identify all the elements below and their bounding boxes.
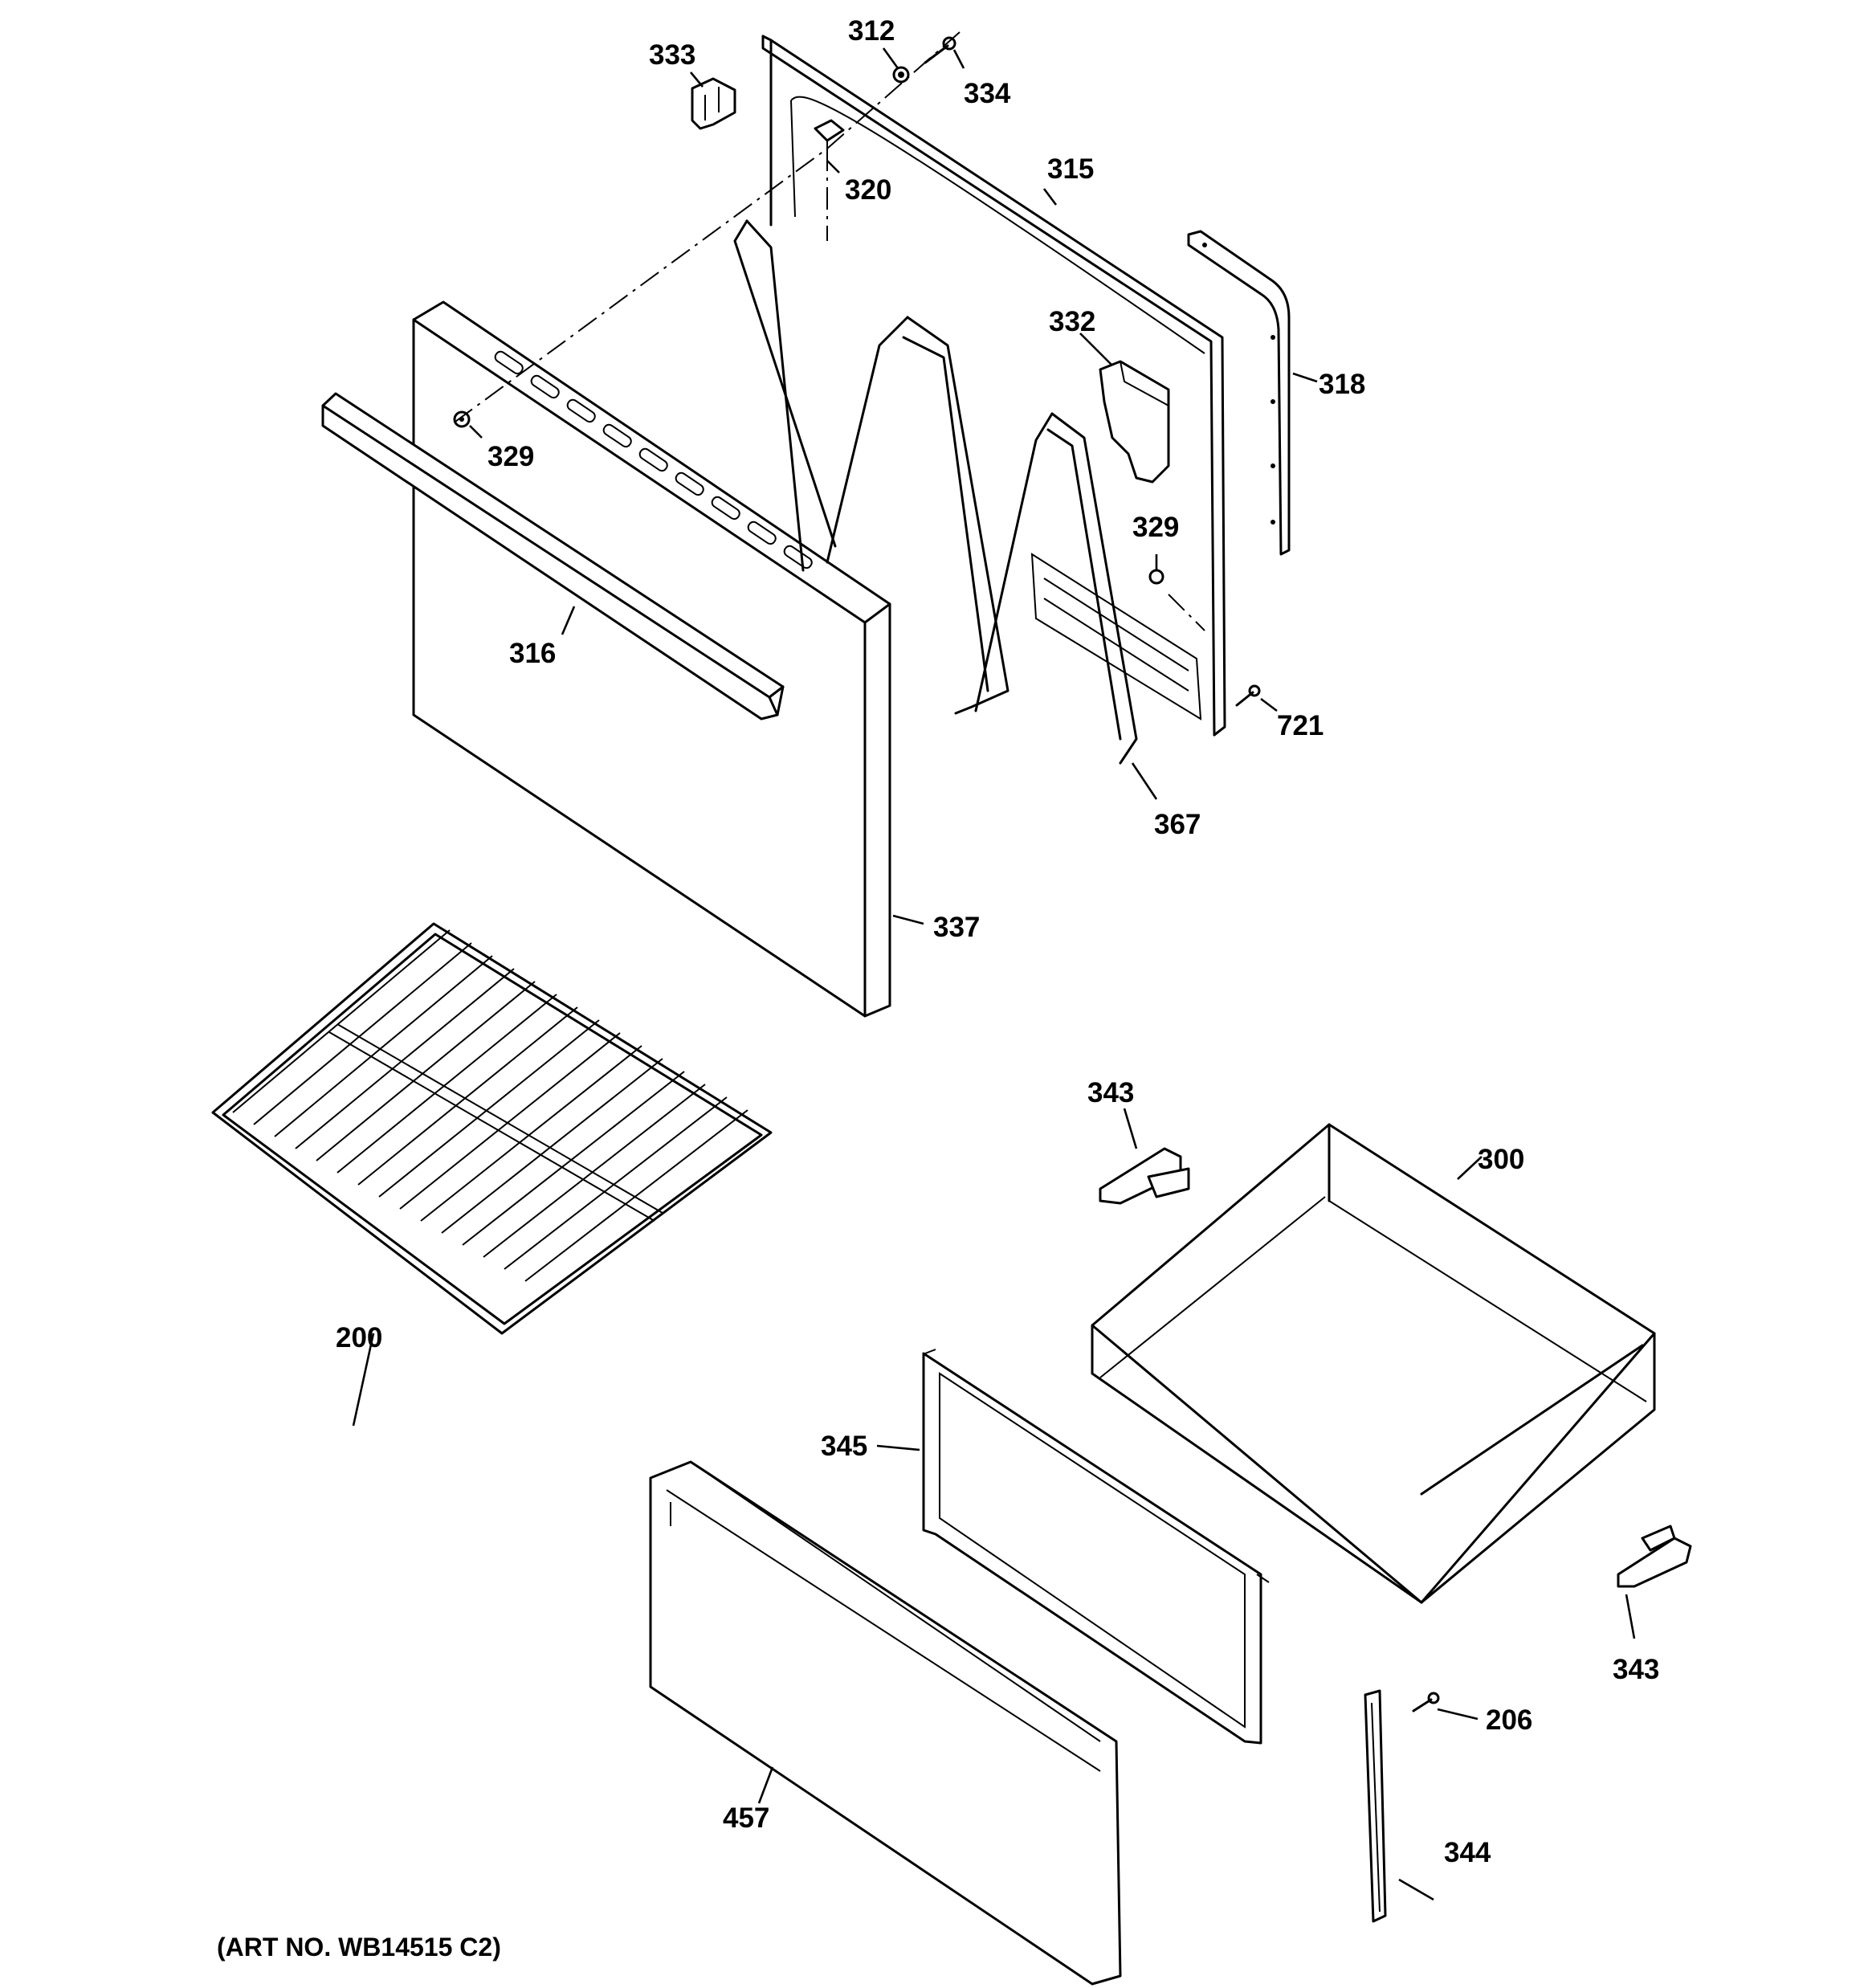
label-315: 315 (1047, 153, 1094, 185)
label-320: 320 (845, 174, 891, 206)
label-457: 457 (723, 1802, 769, 1834)
door-gasket (1187, 230, 1291, 556)
drawer-rail-left (1099, 1147, 1190, 1205)
door-inner-panel (761, 35, 1226, 737)
art-number: (ART NO. WB14515 C2) (217, 1933, 501, 1961)
label-316: 316 (509, 638, 556, 669)
door-handle (321, 392, 785, 720)
door-washer (892, 66, 910, 84)
label-206: 206 (1486, 1704, 1532, 1736)
drawer-screw (1412, 1692, 1440, 1712)
drawer-front-panel (649, 1460, 1122, 1986)
label-367: 367 (1154, 809, 1201, 840)
door-clip (691, 77, 736, 130)
assembly-lines (449, 31, 1205, 631)
label-334: 333 (649, 39, 695, 71)
door-insulation (1099, 360, 1170, 484)
label-337: 337 (933, 912, 980, 943)
drawer-pan (1091, 1123, 1656, 1604)
label-345: 345 (821, 1431, 867, 1462)
door-hinges (733, 219, 1138, 765)
outer-door-panel (412, 300, 891, 1018)
drawer-front-liner (922, 1349, 1270, 1745)
label-332: 332 (1049, 306, 1095, 337)
label-318: 318 (1319, 369, 1365, 400)
label-343-right: 343 (1613, 1654, 1659, 1685)
door-spacer (814, 119, 845, 151)
door-bumper (1148, 569, 1164, 585)
leader-lines (352, 47, 1636, 1901)
oven-rack (211, 922, 773, 1335)
drawer-rail-right (1617, 1525, 1692, 1588)
door-vent-slots (494, 350, 813, 569)
label-344: 344 (1444, 1837, 1491, 1868)
label-336: 334 (964, 78, 1011, 109)
label-721: 721 (1277, 710, 1324, 741)
label-200: 200 (336, 1322, 382, 1353)
drawer-glide-bracket (1364, 1689, 1387, 1923)
label-343-left: 343 (1087, 1077, 1134, 1108)
label-333: 329 (487, 441, 534, 472)
part-labels: 333 312 334 320 315 332 318 329 329 316 … (217, 15, 1659, 1961)
hinge-screw (1235, 684, 1261, 707)
label-329: 329 (1132, 512, 1179, 543)
label-312: 312 (848, 15, 895, 47)
label-300: 300 (1478, 1144, 1524, 1175)
